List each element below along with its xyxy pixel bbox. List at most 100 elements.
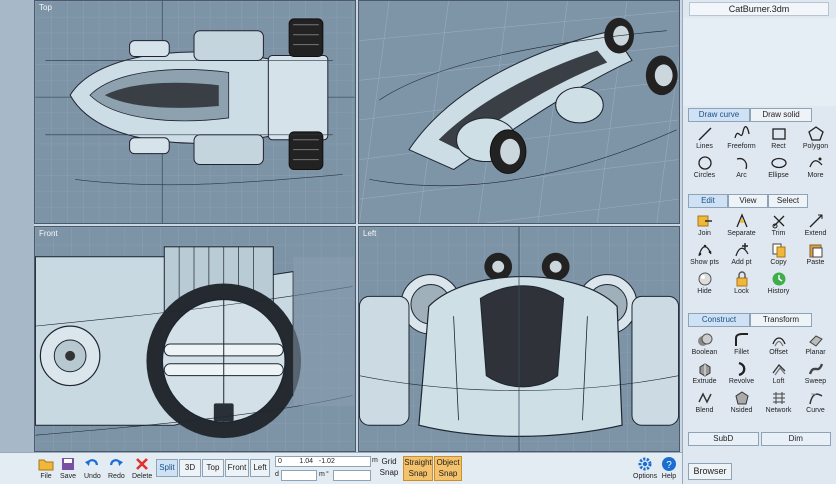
view-left-button[interactable]: Left — [250, 459, 270, 477]
grid-snap-toggle[interactable]: Grid Snap — [378, 456, 400, 481]
tool-label: Network — [765, 407, 792, 414]
file-title: CatBurner.3dm — [689, 2, 829, 16]
construct-network-button[interactable]: Network — [760, 389, 797, 418]
tool-label: Paste — [806, 259, 825, 266]
construct-planar-button[interactable]: Planar — [797, 331, 834, 360]
angle-field[interactable] — [333, 470, 371, 481]
network-icon — [772, 392, 785, 404]
edit-extend-button[interactable]: Extend — [797, 212, 834, 241]
distance-field[interactable] — [281, 470, 317, 481]
extend-icon — [809, 214, 822, 228]
tool-label: Curve — [806, 407, 825, 414]
construct-offset-button[interactable]: Offset — [760, 331, 797, 360]
help-button[interactable]: ? Help — [661, 456, 677, 480]
tab-select[interactable]: Select — [768, 194, 808, 208]
curve-polygon-button[interactable]: Polygon — [797, 125, 834, 154]
viewport-top-label: Top — [39, 3, 52, 12]
tab-draw-solid[interactable]: Draw solid — [750, 108, 812, 122]
redo-button[interactable]: Redo — [108, 456, 125, 480]
curve-lines-button[interactable]: Lines — [686, 125, 723, 154]
construct-revolve-button[interactable]: Revolve — [723, 360, 760, 389]
curve-circles-button[interactable]: Circles — [686, 154, 723, 183]
redo-icon — [110, 459, 124, 466]
tab-edit[interactable]: Edit — [688, 194, 728, 208]
viewport-front-label: Front — [39, 229, 58, 238]
tool-label: Revolve — [728, 378, 755, 385]
freeform-icon — [733, 126, 750, 139]
tool-label: Separate — [727, 230, 756, 237]
copy-icon — [772, 243, 785, 258]
object-snap-toggle[interactable]: Object Snap — [434, 456, 462, 481]
right-tool-panel: CatBurner.3dm Draw curve Draw solid Line… — [682, 0, 836, 484]
viewport-front[interactable]: Front — [34, 226, 356, 452]
edit-copy-button[interactable]: Copy — [760, 241, 797, 270]
tab-view[interactable]: View — [728, 194, 768, 208]
viewport-left[interactable]: Left — [358, 226, 680, 452]
delete-button[interactable]: Delete — [132, 456, 152, 480]
edit-show-pts-button[interactable]: Show pts — [686, 241, 723, 270]
save-label: Save — [60, 473, 76, 480]
coord-unit-m: m — [372, 457, 378, 464]
view-3d-button[interactable]: 3D — [179, 459, 201, 477]
view-top-button[interactable]: Top — [202, 459, 224, 477]
undo-icon — [85, 459, 99, 466]
undo-button[interactable]: Undo — [84, 456, 101, 480]
view-front-button[interactable]: Front — [225, 459, 249, 477]
tab-construct[interactable]: Construct — [688, 313, 750, 327]
curve-arc-button[interactable]: Arc — [723, 154, 760, 183]
options-button[interactable]: Options — [633, 456, 657, 480]
edit-add-pt-button[interactable]: Add pt — [723, 241, 760, 270]
construct-fillet-button[interactable]: Fillet — [723, 331, 760, 360]
tab-draw-curve[interactable]: Draw curve — [688, 108, 750, 122]
svg-text:?: ? — [666, 460, 672, 471]
curve-ellipse-button[interactable]: Ellipse — [760, 154, 797, 183]
edit-paste-button[interactable]: Paste — [797, 241, 834, 270]
boolean-icon — [697, 333, 712, 346]
file-button[interactable]: File — [38, 456, 54, 480]
construct-loft-button[interactable]: Loft — [760, 360, 797, 389]
edit-lock-button[interactable]: Lock — [723, 270, 760, 299]
draw-tabs: Draw curve Draw solid — [688, 108, 812, 122]
browser-button[interactable]: Browser — [688, 463, 732, 480]
straight-snap-toggle[interactable]: Straight Snap — [403, 456, 433, 481]
tool-label: Add pt — [731, 259, 752, 266]
distance-unit-m: m — [319, 471, 325, 478]
construct-nsided-button[interactable]: Nsided — [723, 389, 760, 418]
view-split-button[interactable]: Split — [156, 459, 178, 477]
offset-icon — [771, 337, 786, 347]
construct-tabs: Construct Transform — [688, 313, 812, 327]
construct-extrude-button[interactable]: Extrude — [686, 360, 723, 389]
edit-trim-button[interactable]: Trim — [760, 212, 797, 241]
construct-curve-button[interactable]: Curve — [797, 389, 834, 418]
separate-icon — [735, 213, 748, 228]
curve-more-button[interactable]: More — [797, 154, 834, 183]
subd-button[interactable]: SubD — [688, 432, 759, 446]
dim-button[interactable]: Dim — [760, 432, 831, 446]
tab-transform[interactable]: Transform — [750, 313, 812, 327]
coordinate-xyz-field[interactable]: 0 1.04 -1.02 — [275, 456, 371, 467]
viewport-perspective[interactable] — [358, 0, 680, 224]
straight-snap-line2: Snap — [408, 469, 428, 478]
edit-hide-button[interactable]: Hide — [686, 270, 723, 299]
edit-history-button[interactable]: History — [760, 270, 797, 299]
save-icon — [62, 458, 74, 470]
edit-join-button[interactable]: Join — [686, 212, 723, 241]
extrude-icon — [699, 363, 710, 377]
rect-icon — [771, 128, 786, 140]
tool-label: Hide — [697, 288, 712, 295]
tool-label: Rect — [771, 143, 786, 150]
save-button[interactable]: Save — [60, 456, 76, 480]
file-label: File — [40, 473, 52, 480]
sweep-icon — [808, 363, 823, 375]
edit-separate-button[interactable]: Separate — [723, 212, 760, 241]
left-edge-strip — [0, 0, 34, 452]
curve-rect-button[interactable]: Rect — [760, 125, 797, 154]
viewport-top[interactable]: Top — [34, 0, 356, 224]
nsided-icon — [734, 391, 749, 405]
construct-boolean-button[interactable]: Boolean — [686, 331, 723, 360]
construct-blend-button[interactable]: Blend — [686, 389, 723, 418]
lock-icon — [736, 271, 747, 287]
curve-freeform-button[interactable]: Freeform — [723, 125, 760, 154]
construct-sweep-button[interactable]: Sweep — [797, 360, 834, 389]
